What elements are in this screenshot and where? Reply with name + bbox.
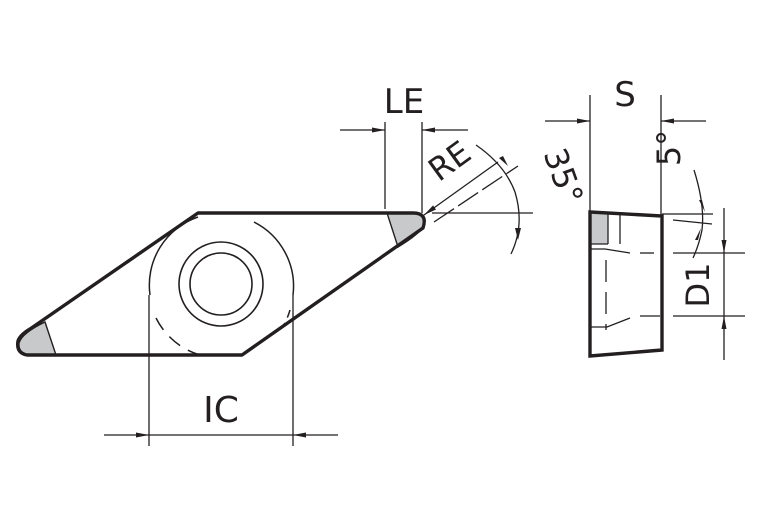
angle-5-arc — [692, 169, 704, 259]
hole-outer-ring — [178, 241, 264, 327]
side-outline — [588, 210, 664, 358]
angle-reference-diagonal — [433, 165, 519, 223]
angle-5-label: 5° — [650, 130, 688, 166]
s-label: S — [614, 75, 636, 115]
side-cutting-corner — [590, 214, 608, 244]
side-hole-lines — [590, 214, 660, 330]
le-label: LE — [384, 82, 424, 122]
ic-label: IC — [203, 390, 239, 431]
insert-outline — [16, 211, 426, 357]
hole-inner-ring — [189, 252, 253, 316]
top-view: IC LE RE 35° — [16, 82, 591, 446]
angle-35-label: 35° — [536, 143, 591, 209]
re-leader — [423, 161, 499, 216]
d1-label: D1 — [679, 263, 717, 308]
angle-35-arc — [475, 144, 520, 255]
side-view: S 5° D1 — [545, 75, 745, 360]
re-label: RE — [421, 133, 478, 189]
cutting-corner-left — [18, 321, 57, 356]
clearance-angle-line — [672, 219, 713, 225]
